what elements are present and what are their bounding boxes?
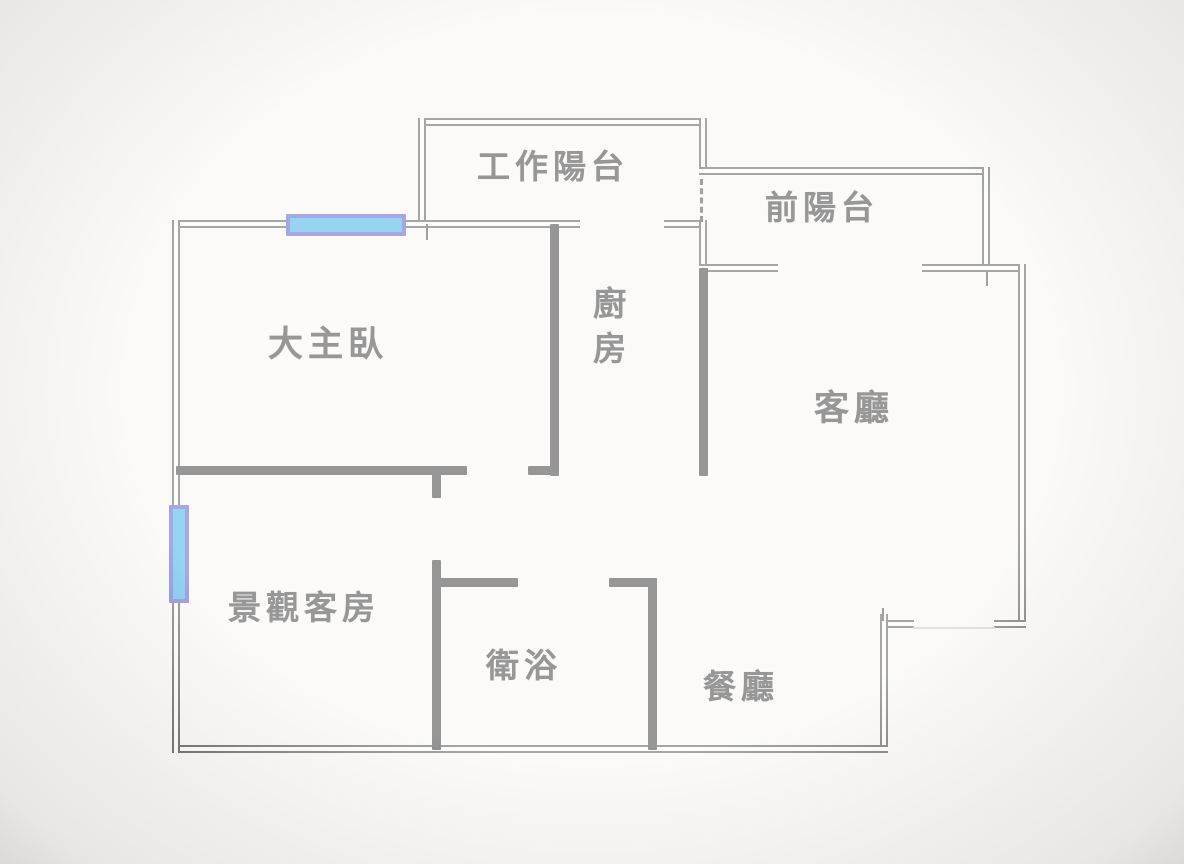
wall-bathroom-right <box>648 578 657 750</box>
room-label-master-bedroom: 大主臥 <box>268 325 389 364</box>
wall-front-balcony-bottom-left <box>699 264 778 272</box>
wall-work-balcony-left <box>418 118 426 228</box>
window-master-top <box>286 214 406 236</box>
wall-kitchen-left <box>550 224 559 476</box>
wall-right-outer <box>1018 264 1026 628</box>
door-tick-front-balcony <box>986 272 988 286</box>
wall-entry-right <box>994 620 1026 628</box>
wall-guest-right-upper <box>432 466 441 498</box>
wall-bottom-outer <box>172 745 888 753</box>
wall-front-balcony-bottom-right <box>922 264 1026 272</box>
erased-line-trace <box>913 627 995 629</box>
room-label-front-balcony: 前陽台 <box>765 191 879 227</box>
wall-master-bottom-right <box>528 466 559 475</box>
wall-left-outer <box>172 220 180 753</box>
room-label-work-balcony: 工作陽台 <box>477 150 629 186</box>
room-label-dining-room: 餐廳 <box>703 670 779 706</box>
wall-bathroom-top-left <box>432 578 518 587</box>
opening-balcony-divider-dashed-line <box>700 179 703 222</box>
window-guest-left <box>169 505 189 603</box>
wall-guest-right-lower <box>432 560 441 750</box>
wall-work-balcony-top <box>418 118 707 126</box>
door-tick-entry <box>882 608 884 621</box>
door-tick-master-top <box>426 224 428 240</box>
wall-front-balcony-right <box>982 167 990 272</box>
wall-kitchen-right-lower <box>699 268 708 476</box>
room-label-bathroom: 衛浴 <box>486 649 562 685</box>
room-label-kitchen: 廚房 <box>587 286 624 376</box>
wall-master-bottom-left <box>176 466 467 475</box>
wall-front-balcony-top <box>699 167 990 175</box>
room-label-guest-room: 景觀客房 <box>228 591 380 627</box>
room-label-living-room: 客廳 <box>814 389 895 428</box>
wall-step-vertical <box>880 614 888 753</box>
